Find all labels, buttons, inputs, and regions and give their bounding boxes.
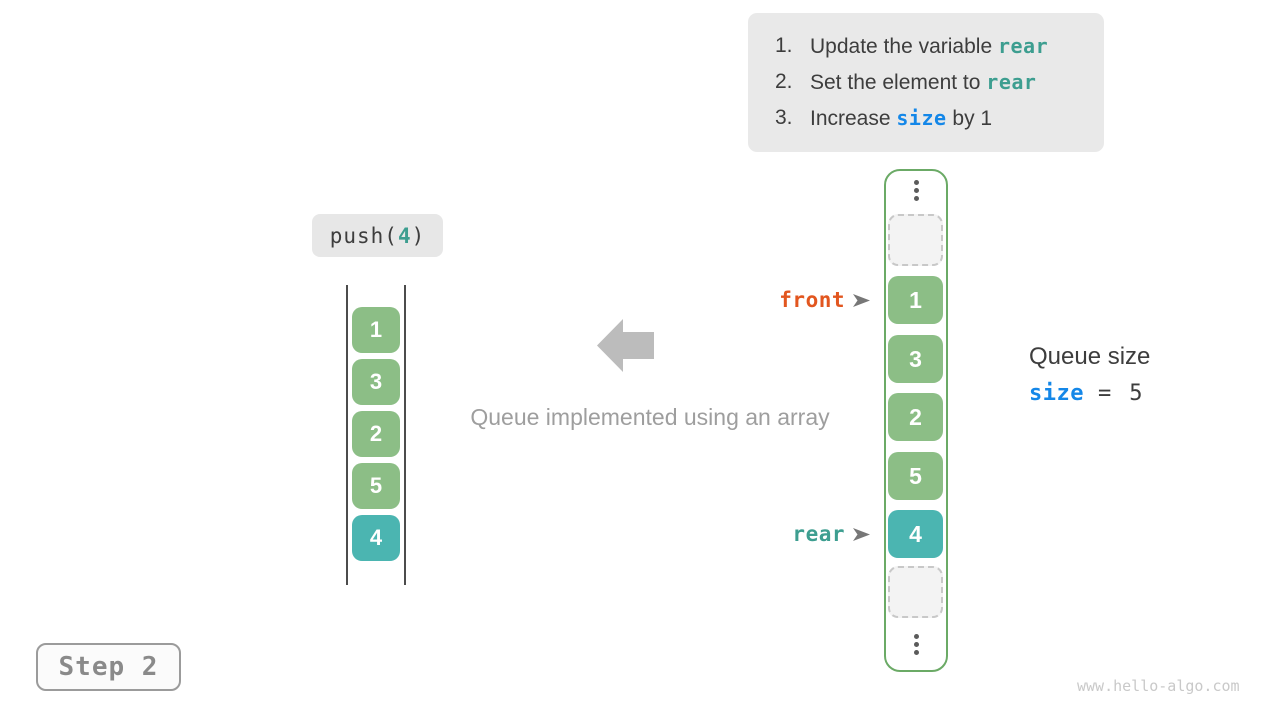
ellipsis-top-icon	[913, 180, 919, 201]
push-fn-text: push(	[329, 223, 398, 248]
push-arg-value: 4	[397, 223, 412, 248]
rear-pointer-text: rear	[792, 522, 845, 546]
queue-item: 2	[352, 411, 400, 457]
instruction-step-2: 2. Set the element to rear	[775, 64, 1104, 100]
empty-array-slot	[888, 566, 943, 618]
step-badge: Step 2	[36, 643, 181, 691]
pointer-arrow-icon	[853, 527, 870, 541]
array-cell: 1	[888, 276, 943, 324]
pointer-arrow-icon	[853, 293, 870, 307]
queue-size-expression: size = 5	[1029, 381, 1150, 406]
step-number: 1.	[775, 34, 793, 57]
queue-item: 3	[352, 359, 400, 405]
step-number: 2.	[775, 70, 793, 93]
equals-sign: =	[1097, 381, 1112, 406]
front-pointer-text: front	[779, 288, 845, 312]
step-number: 3.	[775, 106, 793, 129]
queue-item: 1	[352, 307, 400, 353]
abstract-queue-rails	[346, 285, 406, 585]
step-text: Update the variable rear	[810, 34, 1048, 59]
array-cell-new: 4	[888, 510, 943, 558]
queue-item: 5	[352, 463, 400, 509]
code-token-size: size	[896, 105, 947, 130]
size-variable: size	[1029, 381, 1084, 406]
front-pointer-label: front	[768, 287, 870, 313]
instruction-panel: 1. Update the variable rear 2. Set the e…	[748, 13, 1104, 152]
left-arrow-icon	[597, 319, 654, 372]
ellipsis-bottom-icon	[913, 634, 919, 655]
step-text-pre: Increase	[810, 106, 897, 130]
rear-pointer-label: rear	[768, 521, 870, 547]
instruction-step-1: 1. Update the variable rear	[775, 28, 1104, 64]
code-token-rear: rear	[997, 33, 1049, 58]
queue-size-title: Queue size	[1029, 343, 1151, 370]
size-value: 5	[1129, 381, 1143, 406]
watermark: www.hello-algo.com	[1077, 677, 1240, 695]
queue-size-panel: Queue size size = 5	[1029, 343, 1150, 406]
empty-array-slot	[888, 214, 943, 266]
array-cell: 3	[888, 335, 943, 383]
code-token-rear: rear	[986, 69, 1037, 94]
push-call-label: push(4)	[312, 214, 443, 257]
array-cell: 5	[888, 452, 943, 500]
array-cell: 2	[888, 393, 943, 441]
step-text-pre: Set the element to	[810, 70, 987, 94]
step-text-post: by 1	[946, 106, 993, 130]
step-text: Increase size by 1	[810, 106, 992, 131]
figure-caption: Queue implemented using an array	[470, 404, 830, 430]
push-close-paren: )	[411, 223, 426, 248]
step-text-pre: Update the variable	[810, 34, 998, 58]
instruction-step-3: 3. Increase size by 1	[775, 100, 1104, 136]
step-text: Set the element to rear	[810, 70, 1036, 95]
queue-item-new: 4	[352, 515, 400, 561]
